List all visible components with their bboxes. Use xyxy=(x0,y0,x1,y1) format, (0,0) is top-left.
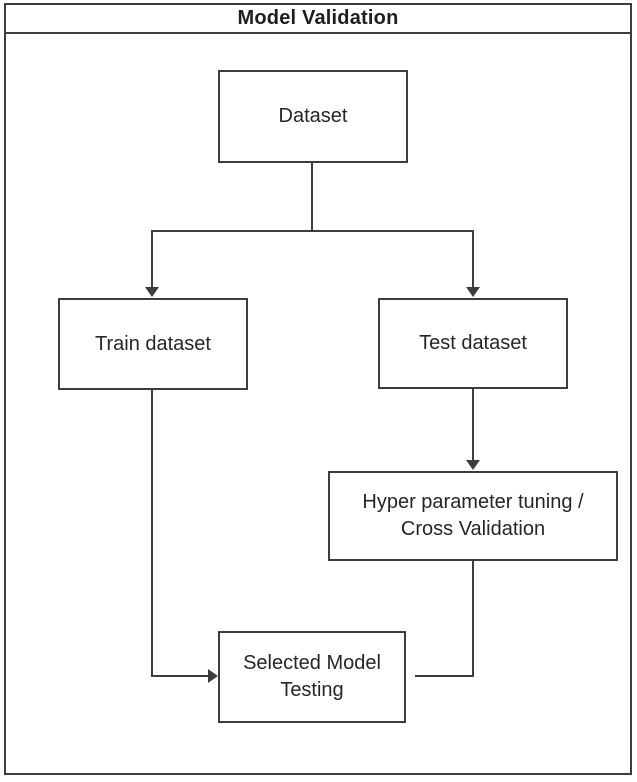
node-hyperparameter-tuning: Hyper parameter tuning / Cross Validatio… xyxy=(328,471,618,561)
connector-hyper-down xyxy=(472,561,474,677)
node-selected-model-testing: Selected Model Testing xyxy=(218,631,406,723)
node-dataset: Dataset xyxy=(218,70,408,163)
diagram-header: Model Validation xyxy=(4,3,632,34)
node-hyperparameter-tuning-label-line1: Hyper parameter tuning / xyxy=(362,491,584,513)
node-test-dataset: Test dataset xyxy=(378,298,568,389)
node-train-dataset-label: Train dataset xyxy=(95,332,211,355)
connector-branch-to-train xyxy=(151,230,153,288)
connector-train-down xyxy=(151,390,153,677)
arrowhead-into-test-dataset xyxy=(466,287,480,297)
arrowhead-into-train-dataset xyxy=(145,287,159,297)
arrowhead-into-selected-model-left xyxy=(208,669,218,683)
connector-branch-horizontal xyxy=(151,230,474,232)
arrowhead-into-hyperparameter-tuning xyxy=(466,460,480,470)
connector-train-to-selected xyxy=(151,675,209,677)
node-dataset-label: Dataset xyxy=(278,105,348,127)
connector-branch-to-test xyxy=(472,230,474,288)
diagram-title: Model Validation xyxy=(237,7,399,29)
node-train-dataset: Train dataset xyxy=(58,298,248,390)
node-selected-model-testing-label-line2: Testing xyxy=(280,679,344,701)
connector-test-to-hyper xyxy=(472,389,474,462)
node-selected-model-testing-label-line1: Selected Model xyxy=(243,652,381,674)
node-hyperparameter-tuning-label-line2: Cross Validation xyxy=(400,518,546,540)
node-test-dataset-label: Test dataset xyxy=(419,332,527,354)
connector-hyper-to-selected xyxy=(415,675,474,677)
connector-dataset-to-branch xyxy=(311,162,313,231)
